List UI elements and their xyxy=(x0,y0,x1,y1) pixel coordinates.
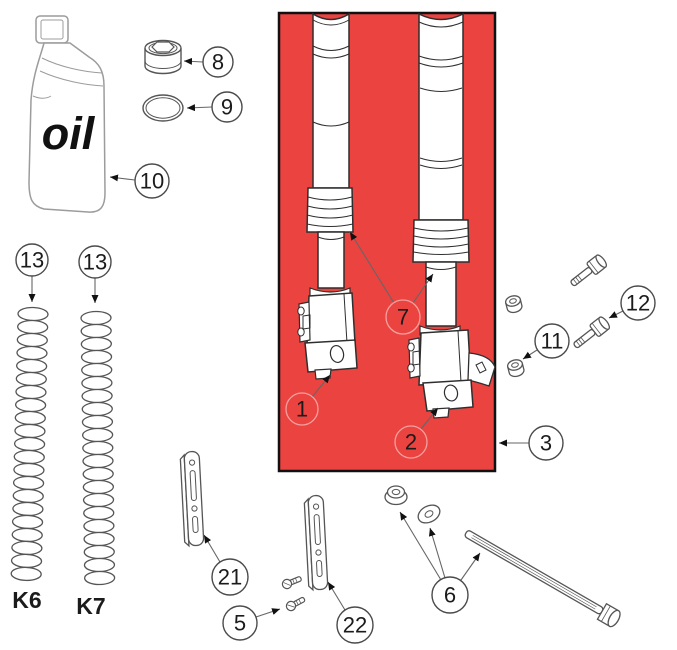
svg-text:22: 22 xyxy=(343,613,367,638)
spring-k6-drawing xyxy=(11,307,48,581)
svg-text:3: 3 xyxy=(540,431,552,456)
screw-upper-drawing xyxy=(280,573,304,591)
spring-label-k7: K7 xyxy=(76,593,105,619)
o-ring-drawing xyxy=(142,94,184,122)
axle-bolt-drawing xyxy=(460,524,624,630)
callout-7[interactable]: 7 xyxy=(385,299,421,335)
callout-8[interactable]: 8 xyxy=(202,46,234,78)
bracket-right-drawing xyxy=(303,494,329,591)
callout-1[interactable]: 1 xyxy=(285,392,319,426)
callout-10[interactable]: 10 xyxy=(134,163,170,199)
svg-text:21: 21 xyxy=(218,565,242,590)
spring-label-k6: K6 xyxy=(12,587,41,613)
bracket-left-drawing xyxy=(179,450,205,547)
svg-text:2: 2 xyxy=(405,430,417,455)
svg-text:9: 9 xyxy=(221,95,233,120)
callout-2[interactable]: 2 xyxy=(394,425,428,459)
spring-k7-drawing xyxy=(81,311,115,584)
svg-text:10: 10 xyxy=(140,169,164,194)
callout-11[interactable]: 11 xyxy=(534,323,570,359)
svg-text:8: 8 xyxy=(212,50,224,75)
svg-text:5: 5 xyxy=(234,611,246,636)
svg-text:13: 13 xyxy=(83,250,107,275)
callout-13-right[interactable]: 13 xyxy=(78,245,112,279)
fork-cap-drawing xyxy=(144,39,182,75)
svg-text:12: 12 xyxy=(626,291,650,316)
nut-upper-drawing xyxy=(503,293,524,315)
leader-lines xyxy=(28,57,624,618)
callout-21[interactable]: 21 xyxy=(211,558,249,596)
fork-leg-right-drawing xyxy=(407,12,496,419)
callout-12[interactable]: 12 xyxy=(620,285,656,321)
flanged-nut-drawing xyxy=(384,485,408,506)
callout-6[interactable]: 6 xyxy=(431,576,469,614)
screw-lower-drawing xyxy=(284,594,308,613)
nut-lower-drawing xyxy=(505,357,526,379)
callout-9[interactable]: 9 xyxy=(211,91,243,123)
callout-3[interactable]: 3 xyxy=(528,425,564,461)
socket-bolt-upper-drawing xyxy=(566,252,609,291)
callout-22[interactable]: 22 xyxy=(336,606,374,644)
svg-text:11: 11 xyxy=(541,329,564,354)
callout-5[interactable]: 5 xyxy=(222,605,258,641)
svg-text:7: 7 xyxy=(397,305,409,330)
socket-bolt-lower-drawing xyxy=(569,314,612,353)
washer-drawing xyxy=(417,504,441,524)
callout-13-left[interactable]: 13 xyxy=(15,243,49,277)
svg-text:6: 6 xyxy=(444,583,456,608)
fork-leg-left-drawing xyxy=(297,12,358,380)
svg-text:13: 13 xyxy=(20,248,44,273)
oil-bottle-drawing xyxy=(28,15,106,213)
svg-text:1: 1 xyxy=(296,397,308,422)
oil-label: oil xyxy=(42,108,96,159)
